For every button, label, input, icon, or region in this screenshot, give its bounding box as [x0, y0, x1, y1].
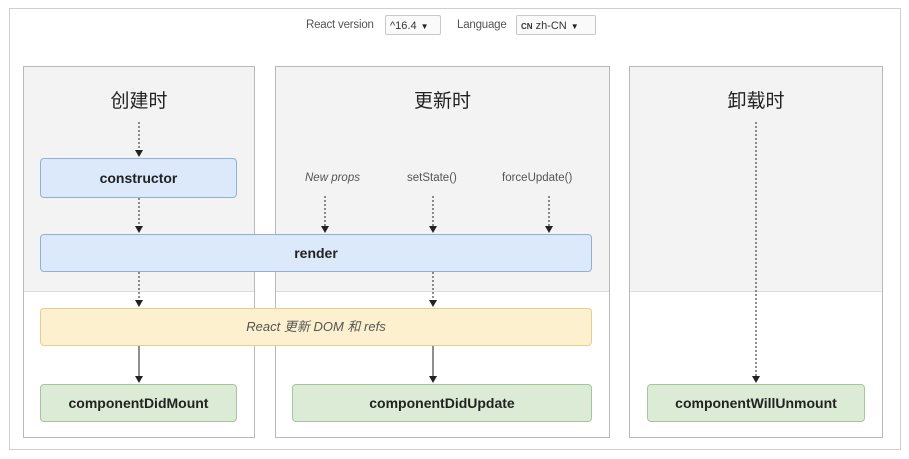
language-value: zh-CN	[535, 20, 567, 32]
update-phase-title: 更新时	[413, 90, 471, 112]
unmount-phase-title: 卸载时	[727, 90, 785, 112]
component-will-unmount-node: componentWillUnmount	[647, 384, 865, 422]
react-updates-dom-node: React 更新 DOM 和 refs	[40, 308, 592, 346]
component-did-update-node: componentDidUpdate	[292, 384, 592, 422]
react-version-select[interactable]: ^16.4▼	[385, 15, 441, 35]
language-label: Language	[457, 19, 507, 31]
render-node: render	[40, 234, 592, 272]
chevron-down-icon: ▼	[570, 22, 579, 31]
unmount-phase-column: 卸载时	[629, 66, 883, 438]
react-version-label: React version	[306, 19, 374, 31]
constructor-node: constructor	[40, 158, 237, 198]
force-update-trigger: forceUpdate()	[502, 172, 573, 184]
mount-phase-title: 创建时	[110, 90, 168, 112]
component-did-mount-node: componentDidMount	[40, 384, 237, 422]
chevron-down-icon: ▼	[420, 22, 429, 31]
language-flag: CN	[521, 22, 533, 31]
new-props-trigger: New props	[305, 172, 360, 184]
react-version-value: ^16.4	[390, 20, 417, 32]
set-state-trigger: setState()	[407, 172, 457, 184]
